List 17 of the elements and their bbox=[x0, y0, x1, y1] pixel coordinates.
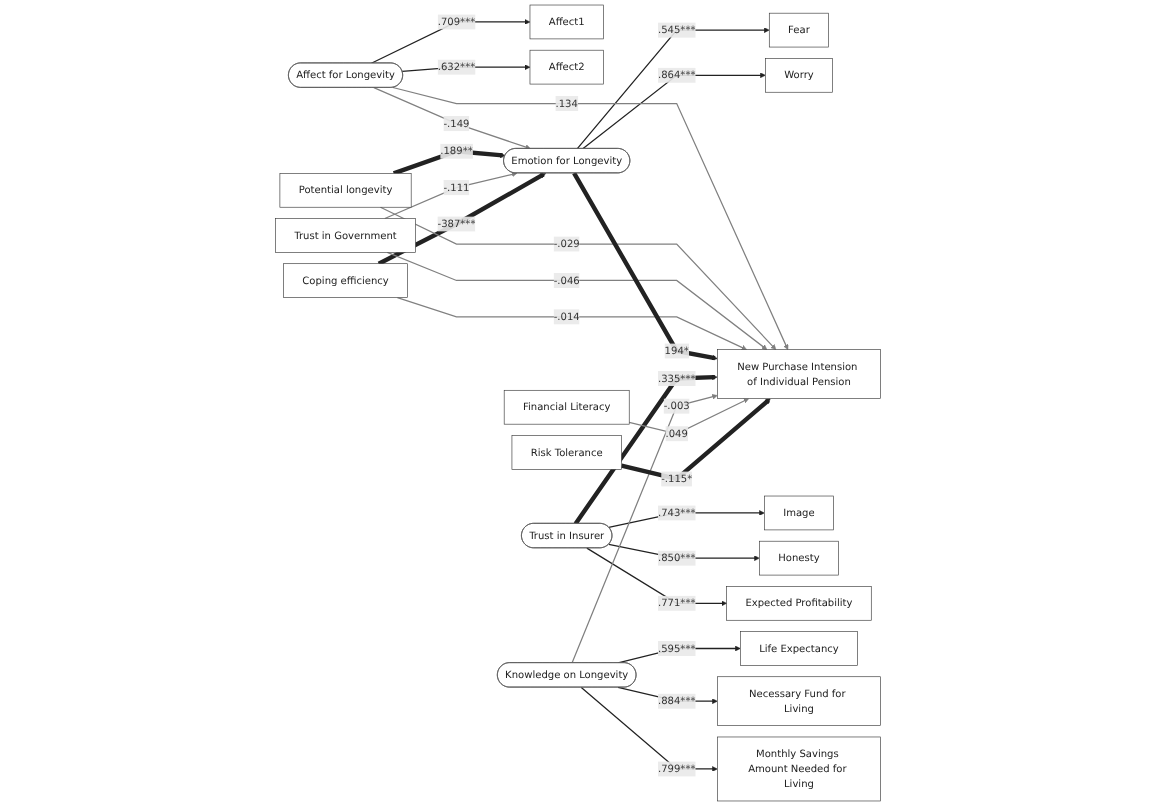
arrow bbox=[582, 72, 766, 150]
arrow bbox=[377, 172, 546, 266]
arrow bbox=[392, 86, 789, 350]
arrow bbox=[572, 172, 718, 361]
arrow bbox=[576, 27, 770, 150]
arrow bbox=[608, 543, 760, 561]
arrow bbox=[573, 374, 718, 525]
arrow bbox=[628, 398, 749, 435]
arrow bbox=[571, 394, 718, 664]
arrow bbox=[620, 398, 771, 482]
arrow bbox=[373, 87, 531, 150]
arrow bbox=[392, 149, 506, 176]
arrow bbox=[396, 296, 747, 351]
arrow bbox=[384, 171, 518, 220]
arrow bbox=[386, 251, 768, 350]
arrow bbox=[379, 206, 777, 350]
arrow bbox=[586, 547, 727, 607]
